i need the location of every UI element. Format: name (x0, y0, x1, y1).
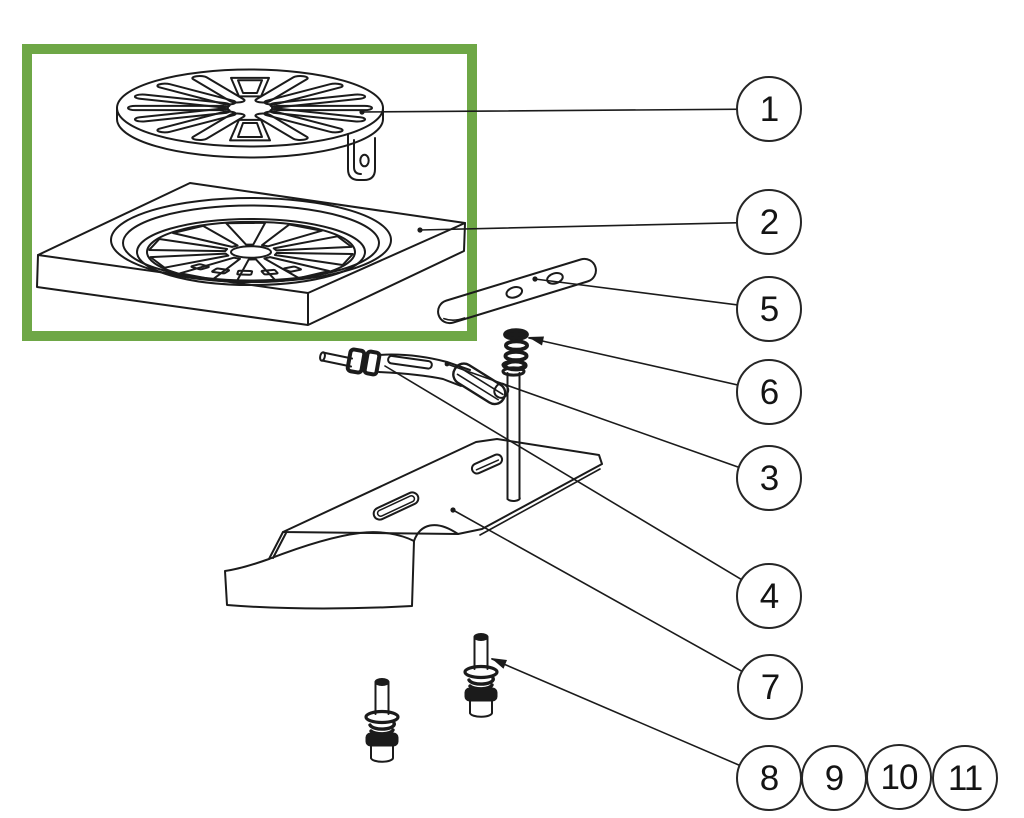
callout-11-label: 11 (947, 758, 983, 798)
part-3-lever[interactable] (319, 347, 510, 408)
part-5-link-strap[interactable] (435, 256, 599, 326)
part-1-grate-disc[interactable] (116, 68, 384, 181)
part-8-screw-left[interactable] (364, 677, 400, 764)
leader-lines (359, 108, 771, 779)
arrowhead-6 (528, 336, 544, 346)
callout-8[interactable]: 8 (736, 745, 802, 811)
callout-3-label: 3 (759, 458, 779, 498)
callout-7[interactable]: 7 (737, 654, 803, 720)
callout-11[interactable]: 11 (932, 745, 998, 811)
callout-4-label: 4 (759, 576, 779, 616)
callout-2[interactable]: 2 (736, 189, 802, 255)
callout-1[interactable]: 1 (736, 76, 802, 142)
leader-line-6 (528, 337, 770, 393)
highlight-box (22, 44, 477, 341)
callout-2-label: 2 (759, 202, 779, 242)
callout-10-label: 10 (880, 757, 919, 797)
callout-6[interactable]: 6 (736, 359, 802, 425)
callout-5-label: 5 (759, 289, 779, 329)
part-2-square-base[interactable] (36, 182, 466, 326)
leader-dot-5 (532, 276, 538, 282)
callout-6-label: 6 (759, 372, 779, 412)
part-4-pin[interactable] (501, 359, 526, 502)
callout-5[interactable]: 5 (736, 276, 802, 342)
callout-3[interactable]: 3 (736, 445, 802, 511)
leader-line-1 (361, 108, 770, 113)
leader-line-5 (534, 278, 770, 310)
callout-9-label: 9 (824, 758, 844, 798)
callout-7-label: 7 (760, 667, 780, 707)
callout-4[interactable]: 4 (736, 563, 802, 629)
part-8-screw-right[interactable] (463, 632, 499, 719)
leader-dot-2 (417, 227, 423, 233)
part-7-bracket[interactable] (224, 438, 603, 610)
callout-1-label: 1 (759, 89, 779, 129)
callout-9[interactable]: 9 (801, 745, 867, 811)
leader-line-7 (452, 509, 771, 688)
leader-line-8 (491, 658, 770, 779)
callout-10[interactable]: 10 (866, 744, 932, 810)
leader-line-2 (419, 221, 770, 231)
callout-8-label: 8 (759, 758, 779, 798)
arrowhead-8 (491, 658, 507, 669)
leader-dot-7 (450, 507, 456, 513)
part-1-tab (347, 133, 376, 181)
